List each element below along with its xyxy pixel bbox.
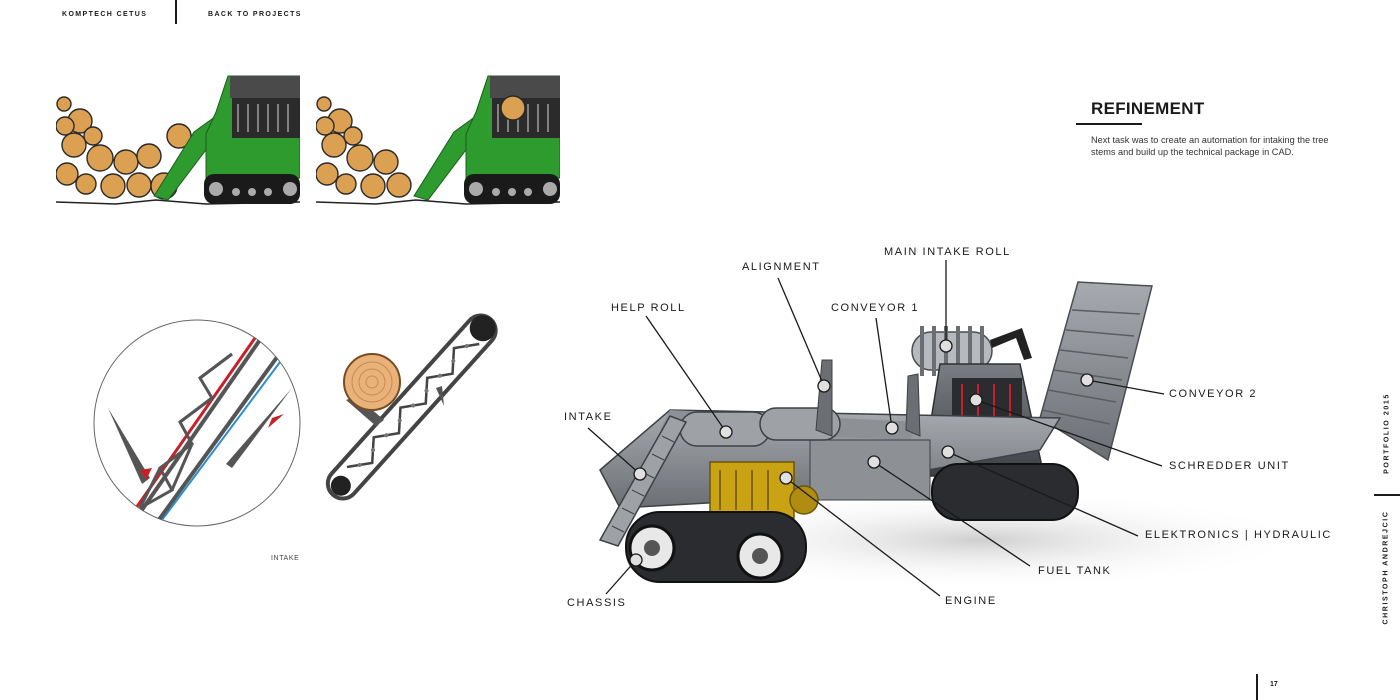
callout-intake: INTAKE [564,411,613,423]
refinement-title: REFINEMENT [1091,99,1205,118]
engine-shape [709,461,819,519]
intake-illustration-step-1 [56,74,300,208]
callout-leaders [587,260,1165,597]
page-number-divider [1256,674,1258,700]
callout-elektronics-hydraulic: ELEKTRONICS | HYDRAULIC [1145,529,1332,541]
conveyor-2-shape [1039,281,1153,462]
author-name-label: CHRISTOPH ANDREJCIC [1382,510,1390,625]
ground-shadow [650,490,1310,590]
nav-divider [175,0,177,24]
back-to-projects-link[interactable]: BACK TO PROJECTS [208,11,302,18]
main-intake-roll-shape [911,326,1032,376]
intake-conveyor-drawing [325,313,498,501]
portfolio-year-label: PORTFOLIO 2015 [1383,393,1391,474]
refinement-body: Next task was to create an automation fo… [1091,135,1329,157]
callout-engine: ENGINE [945,595,997,607]
intake-ladder-shape [598,415,688,547]
log-pile [316,96,412,199]
tree-stem-cross-section [343,353,401,411]
callout-chassis: CHASSIS [567,597,627,609]
intake-caption: INTAKE [271,555,300,562]
callout-main-intake-roll: MAIN INTAKE ROLL [884,246,1011,258]
callout-schredder-unit: SCHREDDER UNIT [1169,460,1290,472]
callout-alignment: ALIGNMENT [742,261,821,273]
callout-help-roll: HELP ROLL [611,302,686,314]
side-divider [1374,494,1400,496]
callout-fuel-tank: FUEL TANK [1038,565,1112,577]
log-pile [56,96,192,200]
intake-detail-zoom [93,319,301,527]
intaken-log [500,95,526,121]
fuel-tank-shape [809,439,931,501]
nav-brand-link[interactable]: KOMPTECH CETUS [62,11,148,18]
page-number: 17 [1270,681,1278,688]
machine-render [587,260,1310,597]
chassis-tracks-shape [625,463,1079,583]
callout-conveyor-1: CONVEYOR 1 [831,302,920,314]
callout-conveyor-2: CONVEYOR 2 [1169,388,1258,400]
title-underline [1076,123,1142,125]
intake-illustration-step-2 [316,74,560,208]
